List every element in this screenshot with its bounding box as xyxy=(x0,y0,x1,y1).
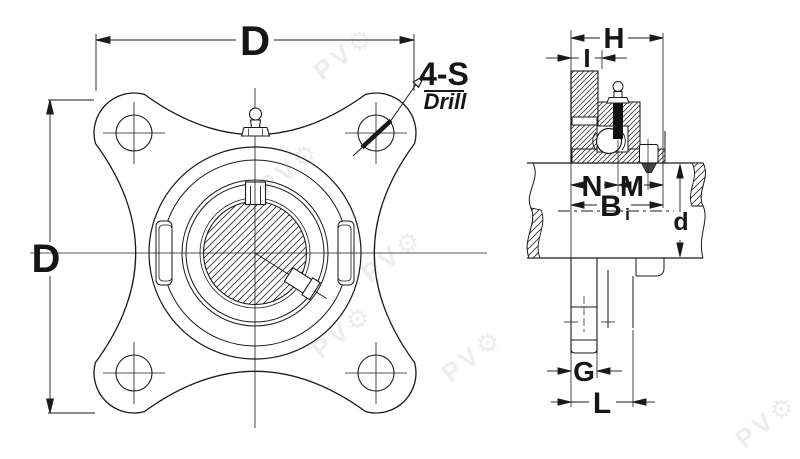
dim-label-l: L xyxy=(593,387,611,420)
dim-label-d-left: D xyxy=(32,237,61,281)
callout-label-drill: Drill xyxy=(424,89,468,114)
dim-label-m: M xyxy=(620,171,644,203)
side-view xyxy=(526,30,706,407)
dim-label-i: I xyxy=(583,43,590,73)
dim-label-d-top: D xyxy=(240,17,270,64)
front-view xyxy=(30,34,487,428)
dim-h xyxy=(570,34,664,42)
dim-l xyxy=(551,398,655,406)
dim-d-left xyxy=(46,99,95,414)
dim-label-g: G xyxy=(573,356,595,387)
dim-g xyxy=(547,367,622,375)
watermark: PV⚙ xyxy=(308,20,382,87)
bolt-hole-crosshairs xyxy=(103,102,407,404)
grease-passage xyxy=(613,103,623,139)
housing-parting-band xyxy=(571,116,598,126)
shaft-break-left-hatch xyxy=(526,207,544,259)
top-setscrew-boss xyxy=(244,181,267,206)
grease-fitting-front xyxy=(240,107,271,137)
watermark: PV⚙ xyxy=(436,322,510,389)
dim-label-shaft-d: d xyxy=(673,208,688,236)
front-set-screw xyxy=(254,252,327,301)
dim-i xyxy=(546,54,627,62)
watermark: PV⚙ xyxy=(730,388,800,455)
dim-label-b-subscript: i xyxy=(625,205,630,224)
dim-label-b: B xyxy=(600,190,622,223)
dim-n xyxy=(570,181,619,189)
dim-label-n: N xyxy=(582,171,603,203)
dim-label-h: H xyxy=(604,23,625,55)
shaft-break-right-hatch xyxy=(690,162,706,207)
side-extension-lines xyxy=(570,30,664,407)
dim-m xyxy=(617,181,664,189)
dim-shaft-d xyxy=(676,164,684,257)
leader-arrow-icon xyxy=(412,74,426,89)
dim-b xyxy=(570,201,664,209)
bolt-callout-leader xyxy=(352,74,426,157)
bearing-race-left xyxy=(592,131,597,151)
lower-flange-and-bolt xyxy=(564,71,665,354)
grease-fitting-side xyxy=(606,81,630,104)
dim-d-top xyxy=(95,34,415,91)
callout-label-4s: 4-S xyxy=(419,56,469,92)
